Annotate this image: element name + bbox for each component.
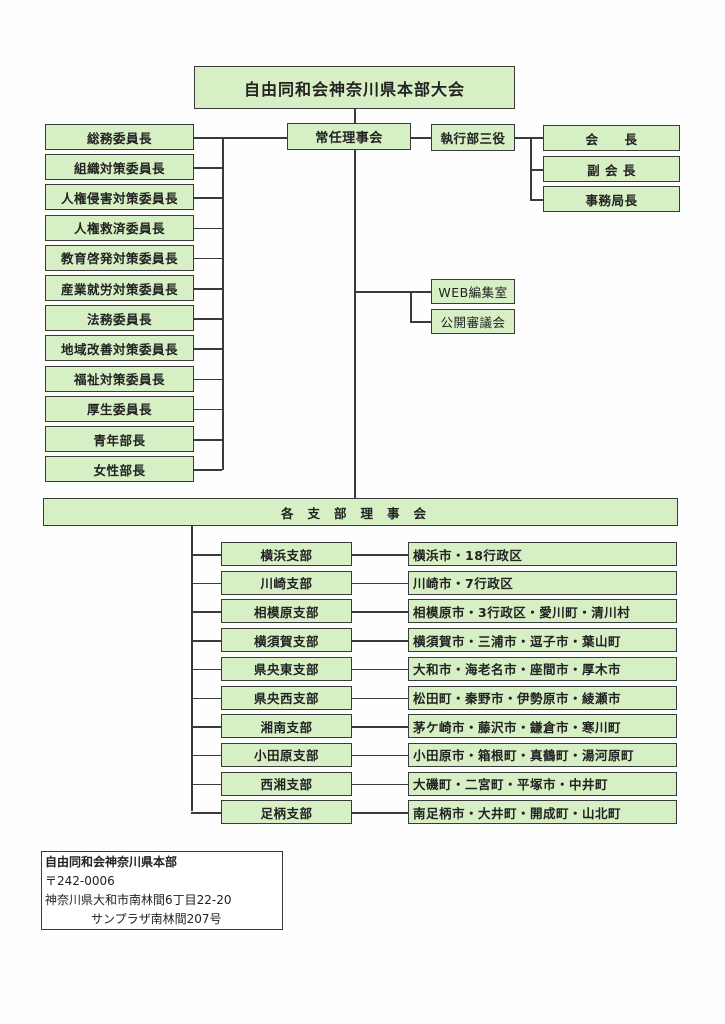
committee-box: 女性部長: [45, 456, 194, 483]
connector: [194, 197, 222, 199]
committee-box: 人権救済委員長: [45, 214, 194, 241]
connector: [352, 754, 408, 757]
committee-box: 厚生委員長: [45, 395, 194, 422]
connector: [194, 167, 222, 169]
committee-box: 地域改善対策委員長: [45, 335, 194, 362]
connector: [194, 318, 222, 320]
connector: [194, 257, 222, 260]
connector: [354, 291, 431, 293]
branch-box: 横浜支部: [221, 542, 352, 566]
address-org: 自由同和会神奈川県本部: [45, 855, 178, 869]
address-line1: 神奈川県大和市南林間6丁目22-20: [45, 893, 232, 907]
connector: [352, 582, 408, 585]
connector: [410, 321, 431, 323]
connector: [194, 378, 222, 381]
connector: [352, 812, 408, 814]
committee-box: 組織対策委員長: [45, 154, 194, 181]
address-box: 自由同和会神奈川県本部 〒242-0006 神奈川県大和市南林間6丁目22-20…: [41, 851, 283, 930]
connector: [352, 726, 408, 728]
branch-box: 県央東支部: [221, 656, 352, 681]
branch-board-box: 各支部理事会: [43, 498, 678, 526]
connector: [191, 582, 221, 585]
connector: [352, 554, 408, 556]
branch-area-box: 相模原市・3行政区・愛川町・清川村: [408, 599, 677, 624]
connector: [352, 640, 408, 642]
committee-trunk-line: [222, 137, 224, 470]
connector: [194, 348, 222, 350]
branch-area-box: 茅ケ崎市・藤沢市・鎌倉市・寒川町: [408, 714, 677, 739]
committee-box: 教育啓発対策委員長: [45, 244, 194, 271]
address-postal: 〒242-0006: [45, 874, 115, 888]
branch-box: 西湘支部: [221, 771, 352, 796]
connector: [191, 783, 221, 786]
branch-trunk-line: [191, 526, 193, 811]
executive-box: 執行部三役: [431, 124, 515, 151]
connector: [530, 169, 543, 171]
connector: [191, 726, 221, 728]
branch-box: 足柄支部: [221, 800, 352, 825]
branch-box: 川崎支部: [221, 570, 352, 595]
connector: [530, 137, 532, 200]
branch-area-box: 川崎市・7行政区: [408, 570, 677, 595]
branch-box: 県央西支部: [221, 685, 352, 710]
connector: [191, 668, 221, 671]
connector: [194, 227, 222, 230]
connector: [222, 137, 287, 139]
branch-area-box: 小田原市・箱根町・真鶴町・湯河原町: [408, 742, 677, 767]
branch-area-box: 大磯町・二宮町・平塚市・中井町: [408, 771, 677, 796]
branch-box: 相模原支部: [221, 599, 352, 624]
connector: [530, 199, 543, 201]
public-council-box: 公開審議会: [431, 309, 515, 334]
branch-area-box: 南足柄市・大井町・開成町・山北町: [408, 800, 677, 825]
committee-box: 産業就労対策委員長: [45, 275, 194, 301]
web-editing-office-box: WEB編集室: [431, 279, 515, 304]
branch-box: 横須賀支部: [221, 628, 352, 653]
vice-president-box: 副 会 長: [543, 156, 680, 182]
president-box: 会 長: [543, 125, 680, 151]
branch-area-box: 大和市・海老名市・座間市・厚木市: [408, 656, 677, 681]
main-trunk-line: [354, 150, 356, 498]
branch-box: 湘南支部: [221, 714, 352, 739]
connector: [352, 697, 408, 699]
committee-box: 福祉対策委員長: [45, 365, 194, 392]
connector: [191, 640, 221, 642]
connector: [191, 812, 221, 814]
connector: [194, 137, 222, 139]
branch-area-box: 松田町・秦野市・伊勢原市・綾瀬市: [408, 685, 677, 710]
address-line2: サンプラザ南林間207号: [91, 912, 222, 926]
connector: [194, 408, 222, 411]
convention-title-box: 自由同和会神奈川県本部大会: [194, 66, 515, 109]
connector: [194, 469, 222, 471]
connector: [354, 109, 356, 123]
branch-box: 小田原支部: [221, 742, 352, 767]
committee-box: 法務委員長: [45, 305, 194, 332]
standing-board-box: 常任理事会: [287, 123, 411, 150]
connector: [352, 783, 408, 786]
connector: [191, 754, 221, 757]
connector: [191, 697, 221, 699]
committee-box: 青年部長: [45, 426, 194, 452]
branch-area-box: 横浜市・18行政区: [408, 542, 677, 566]
committee-box: 人権侵害対策委員長: [45, 184, 194, 211]
connector: [194, 288, 222, 290]
connector: [515, 137, 543, 139]
connector: [191, 554, 221, 556]
connector: [191, 611, 221, 613]
branch-area-box: 横須賀市・三浦市・逗子市・葉山町: [408, 628, 677, 653]
connector: [352, 611, 408, 613]
connector: [352, 668, 408, 671]
connector: [410, 291, 412, 322]
committee-box: 総務委員長: [45, 124, 194, 150]
connector: [411, 137, 431, 139]
connector: [194, 439, 222, 441]
secretary-general-box: 事務局長: [543, 186, 680, 212]
